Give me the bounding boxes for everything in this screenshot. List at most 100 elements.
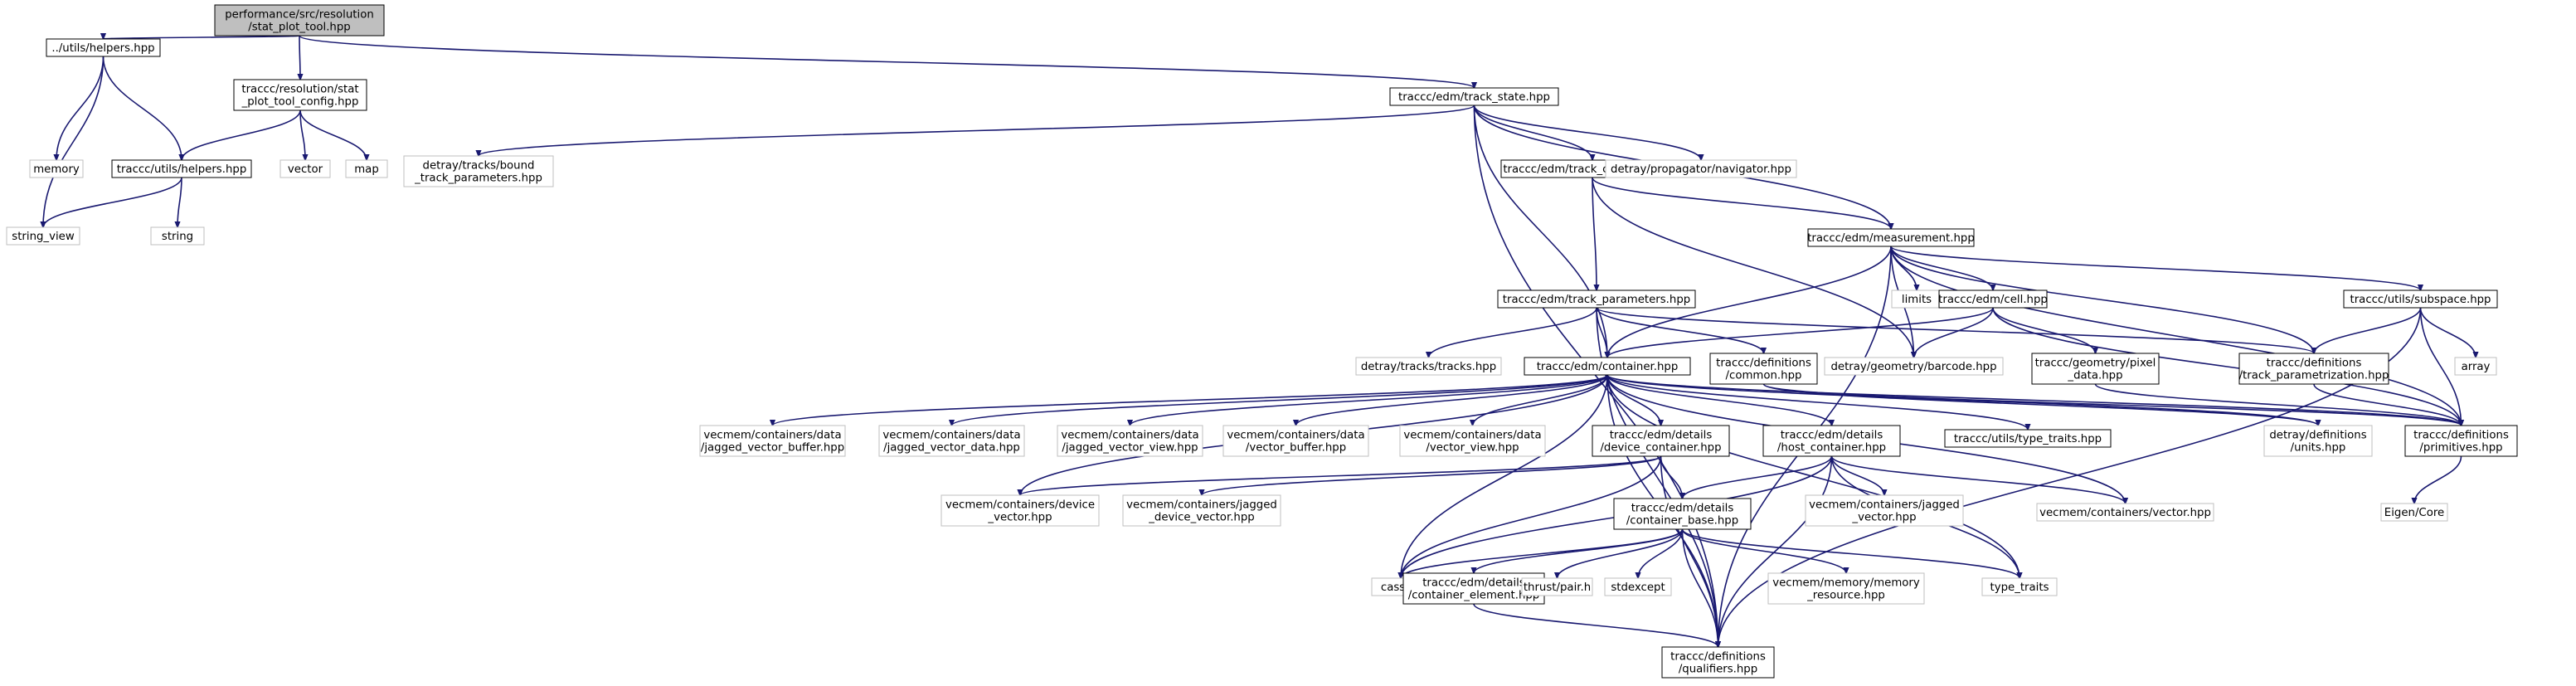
node-label-v_buffer-1: /vector_buffer.hpp xyxy=(1246,442,1346,455)
node-label-memory-0: memory xyxy=(33,163,80,176)
node-label-container_base-0: traccc/edm/details xyxy=(1631,503,1734,515)
node-label-limits-0: limits xyxy=(1902,294,1932,306)
node-label-qualifiers-1: /qualifiers.hpp xyxy=(1679,664,1757,676)
node-label-stat_plot_tool_config-1: _plot_tool_config.hpp xyxy=(241,96,359,109)
edge-utils_helpers_rel-to-traccc_utils_helpers xyxy=(102,56,182,160)
node-container[interactable]: traccc/edm/container.hpp xyxy=(1524,357,1691,376)
node-box-traccc_utils_helpers xyxy=(111,159,252,178)
node-host_container[interactable]: traccc/edm/details/host_container.hpp xyxy=(1762,425,1901,457)
node-label-qualifiers-0: traccc/definitions xyxy=(1670,651,1766,664)
node-string: string xyxy=(150,226,205,246)
node-limits: limits xyxy=(1891,289,1942,309)
node-label-pixel_data-1: _data.hpp xyxy=(2067,370,2122,382)
edge-track_parameters-to-track_parametrization xyxy=(1596,307,2314,353)
node-label-stat_plot_tool_config-0: traccc/resolution/stat xyxy=(241,84,358,96)
node-label-barcode-0: detray/geometry/barcode.hpp xyxy=(1830,361,1996,373)
node-jv_data: vecmem/containers/data/jagged_vector_dat… xyxy=(878,425,1025,457)
node-pixel_data[interactable]: traccc/geometry/pixel_data.hpp xyxy=(2031,353,2160,385)
edge-container_base-to-thrust_pair xyxy=(1558,528,1684,578)
node-label-common-1: /common.hpp xyxy=(1726,370,1802,382)
node-label-traccc_utils_helpers-0: traccc/utils/helpers.hpp xyxy=(117,163,247,176)
edge-track_state-to-bound_track_params xyxy=(479,105,1475,156)
node-label-host_container-1: /host_container.hpp xyxy=(1777,442,1886,455)
node-qualifiers[interactable]: traccc/definitions/qualifiers.hpp xyxy=(1661,646,1775,679)
node-subspace[interactable]: traccc/utils/subspace.hpp xyxy=(2343,289,2498,309)
edge-host_container-to-vecmem_vector xyxy=(1830,455,2126,504)
node-box-container xyxy=(1524,357,1691,376)
edge-host_container-to-container_base xyxy=(1683,455,1833,499)
edge-host_container-to-qualifiers xyxy=(1718,455,1833,647)
node-label-v_view-1: /vector_view.hpp xyxy=(1426,442,1519,455)
node-box-measurement xyxy=(1807,228,1975,247)
node-track_parameters[interactable]: traccc/edm/track_parameters.hpp xyxy=(1497,289,1696,309)
node-device_container[interactable]: traccc/edm/details/device_container.hpp xyxy=(1592,425,1730,457)
node-label-primitives-1: /primitives.hpp xyxy=(2419,442,2502,455)
edge-container-to-jv_view xyxy=(1130,374,1608,426)
node-label-map-0: map xyxy=(354,163,379,176)
node-box-navigator xyxy=(1605,159,1797,178)
node-label-jv_buffer-0: vecmem/containers/data xyxy=(703,430,841,442)
node-label-vector-0: vector xyxy=(288,163,323,176)
node-cell[interactable]: traccc/edm/cell.hpp xyxy=(1938,289,2048,309)
node-barcode: detray/geometry/barcode.hpp xyxy=(1824,357,2004,376)
edge-container-to-host_container xyxy=(1606,374,1832,426)
node-type_traits_hpp[interactable]: traccc/utils/type_traits.hpp xyxy=(1944,429,2112,448)
node-stat_plot_tool_config[interactable]: traccc/resolution/stat_plot_tool_config.… xyxy=(233,79,367,111)
node-box-track_state xyxy=(1389,87,1559,106)
node-box-jv_data xyxy=(878,425,1025,457)
node-container_base[interactable]: traccc/edm/details/container_base.hpp xyxy=(1613,498,1752,530)
edge-subspace-to-primitives xyxy=(2419,307,2462,426)
edge-track_state-to-container xyxy=(1473,105,1608,358)
node-device_vector: vecmem/containers/device_vector.hpp xyxy=(940,494,1100,527)
edge-measurement-to-primitives xyxy=(1890,246,2462,426)
node-label-container_base-1: /container_base.hpp xyxy=(1626,515,1738,528)
node-label-type_traits_hpp-0: traccc/utils/type_traits.hpp xyxy=(1954,433,2102,445)
edge-container_base-to-stdexcept xyxy=(1638,528,1684,578)
edge-common-to-primitives xyxy=(1762,383,2462,426)
edge-device_container-to-cassert xyxy=(1401,455,1662,578)
node-box-array xyxy=(2454,357,2497,376)
edge-track_candidate-to-barcode xyxy=(1592,177,1914,358)
node-label-string-0: string xyxy=(162,231,193,243)
edge-stat_plot_tool_config-to-map xyxy=(299,109,367,160)
node-track_state[interactable]: traccc/edm/track_state.hpp xyxy=(1389,87,1559,106)
edge-track_parameters-to-tracks xyxy=(1429,307,1597,358)
edge-track_state-to-qualifiers xyxy=(1473,105,1718,647)
node-box-track_parametrization xyxy=(2238,353,2389,385)
node-box-utils_helpers_rel xyxy=(46,38,161,57)
node-label-jv_data-1: /jagged_vector_data.hpp xyxy=(883,442,1020,455)
node-box-tracks xyxy=(1355,357,1502,376)
edge-container-to-jv_buffer xyxy=(773,374,1608,426)
node-root[interactable]: performance/src/resolution/stat_plot_too… xyxy=(214,4,385,36)
node-label-jagged_vector-0: vecmem/containers/jagged xyxy=(1809,499,1960,512)
node-container_element[interactable]: traccc/edm/details/container_element.hpp xyxy=(1402,572,1545,605)
edge-container-to-primitives xyxy=(1606,374,2462,426)
node-label-v_buffer-0: vecmem/containers/data xyxy=(1227,430,1364,442)
node-box-device_vector xyxy=(940,494,1100,527)
edge-track_candidate-to-measurement xyxy=(1592,177,1891,229)
node-track_parametrization[interactable]: traccc/definitions/track_parametrization… xyxy=(2238,353,2389,385)
node-thrust_pair: thrust/pair.h xyxy=(1521,577,1593,596)
node-memory_resource: vecmem/memory/memory_resource.hpp xyxy=(1767,572,1925,605)
node-label-common-0: traccc/definitions xyxy=(1716,358,1811,370)
node-label-units-1: /units.hpp xyxy=(2291,442,2346,455)
node-type_traits: type_traits xyxy=(1981,577,2058,596)
node-primitives[interactable]: traccc/definitions/primitives.hpp xyxy=(2404,425,2518,457)
node-box-type_traits_hpp xyxy=(1944,429,2112,448)
edge-device_container-to-jagged_device_vector xyxy=(1202,455,1662,495)
node-box-qualifiers xyxy=(1661,646,1775,679)
node-map: map xyxy=(345,159,388,178)
node-common[interactable]: traccc/definitions/common.hpp xyxy=(1709,353,1818,385)
node-label-container_element-0: traccc/edm/details xyxy=(1422,577,1525,590)
node-label-host_container-0: traccc/edm/details xyxy=(1781,430,1883,442)
node-measurement[interactable]: traccc/edm/measurement.hpp xyxy=(1807,228,1975,247)
node-traccc_utils_helpers[interactable]: traccc/utils/helpers.hpp xyxy=(111,159,252,178)
edge-subspace-to-track_parametrization xyxy=(2314,307,2422,353)
node-box-vector xyxy=(279,159,331,178)
node-box-v_view xyxy=(1399,425,1546,457)
node-units: detray/definitions/units.hpp xyxy=(2263,425,2373,457)
node-utils_helpers_rel[interactable]: ../utils/helpers.hpp xyxy=(46,38,161,57)
node-box-type_traits xyxy=(1981,577,2058,596)
node-vecmem_vector: vecmem/containers/vector.hpp xyxy=(2036,503,2214,522)
